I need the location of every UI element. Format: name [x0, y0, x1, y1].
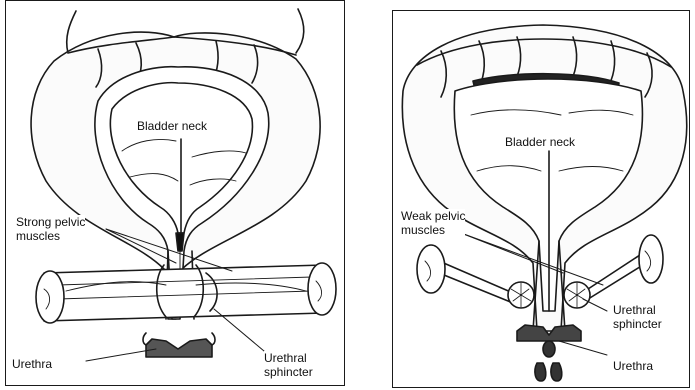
label-urethral-sphincter: Urethral sphincter — [264, 351, 313, 379]
label-urethra: Urethra — [613, 359, 653, 373]
bladder-illustration-strong — [6, 1, 345, 386]
panel-strong-pelvic-muscles: Bladder neck Strong pelvic muscles Ureth… — [5, 0, 345, 386]
label-pelvic-muscles: Weak pelvic muscles — [401, 209, 465, 237]
label-bladder-neck: Bladder neck — [137, 119, 207, 133]
label-urethra: Urethra — [12, 357, 52, 371]
label-bladder-neck: Bladder neck — [505, 135, 575, 149]
label-pelvic-muscles: Strong pelvic muscles — [16, 215, 85, 243]
panel-weak-pelvic-muscles: Bladder neck Weak pelvic muscles Urethra… — [392, 10, 690, 388]
bladder-illustration-weak — [393, 11, 690, 388]
label-urethral-sphincter: Urethral sphincter — [613, 303, 662, 331]
